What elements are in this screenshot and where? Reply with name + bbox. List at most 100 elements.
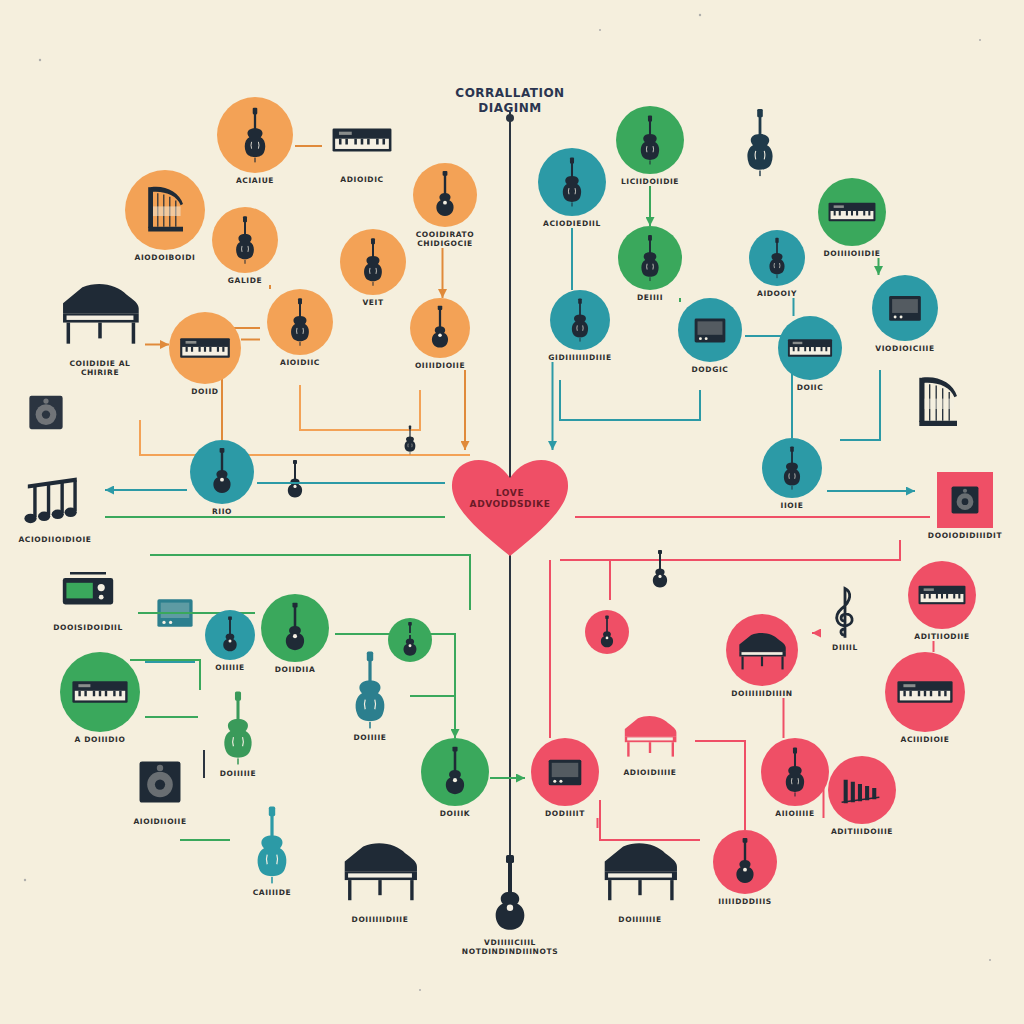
- node-square: [937, 472, 993, 528]
- node-shape: [757, 438, 827, 510]
- connector: [257, 482, 445, 484]
- violin-icon: [572, 298, 588, 341]
- guitar-illustration: [404, 622, 417, 656]
- speckle: [599, 29, 601, 31]
- instrument-label: IIOIE: [757, 501, 827, 510]
- speaker-icon: [952, 487, 979, 514]
- connector: [145, 344, 169, 346]
- instrument-node: DOIIIIOIIDIE: [807, 178, 897, 258]
- node-shape: [755, 738, 835, 818]
- node-circle: [340, 229, 406, 295]
- node-shape: [880, 652, 970, 744]
- node-shape: [915, 472, 1015, 540]
- connector: [783, 698, 785, 738]
- speckle: [979, 39, 981, 41]
- node-circle: [205, 610, 255, 660]
- instrument-label: DOIIIIE: [330, 733, 410, 742]
- wire: [300, 385, 420, 430]
- instrument-label: DOIIIIIIDIIIIN: [712, 689, 812, 698]
- instrument-label: DOOISIDOIDIIL: [38, 623, 138, 632]
- instrument-label: DODGIC: [675, 365, 745, 374]
- node-circle: [818, 178, 886, 246]
- instrument-label: DEIIII: [615, 293, 685, 302]
- grand-icon: [625, 716, 677, 757]
- speckle: [989, 959, 991, 961]
- instrument-label: AIOIDIIOIIE: [110, 817, 210, 826]
- heart-label: LOVE ADVODDSDIKE: [468, 488, 552, 510]
- connector: [649, 186, 651, 226]
- guitar-icon: [432, 306, 448, 348]
- grand-icon: [605, 843, 677, 900]
- instrument-node: ACIIIDIOIE: [880, 652, 970, 744]
- instrument-label: VEIT: [338, 298, 408, 307]
- connector: [597, 818, 599, 828]
- instrument-node: RIIO: [187, 440, 257, 516]
- guitar-illustration: [601, 616, 613, 648]
- instrument-node: DOIIIK: [420, 738, 490, 818]
- instrument-node: IIOIE: [757, 438, 827, 510]
- connector: [549, 560, 551, 738]
- node-circle: [616, 106, 684, 174]
- node-circle: [531, 738, 599, 806]
- instrument-node: OIIIIDIOIIE: [395, 298, 485, 370]
- violin-icon: [784, 446, 800, 489]
- instrument-node: CAIIIIDE: [232, 805, 312, 897]
- wire: [609, 560, 611, 600]
- connector: [105, 489, 187, 491]
- harp-icon: [148, 187, 183, 232]
- node-shape: [330, 828, 430, 924]
- instrument-node: OIIIIIE: [195, 610, 265, 672]
- instrument-label: GIDIIIIIIIDIIIE: [530, 353, 630, 362]
- instrument-label: DOIIDIIA: [255, 665, 335, 674]
- node-shape: [215, 97, 295, 185]
- speaker-illustration: [29, 396, 62, 429]
- wire-terminal: [506, 114, 514, 122]
- paper-speckles: [24, 14, 991, 991]
- violin-icon: [291, 298, 309, 346]
- wire: [180, 839, 230, 841]
- node-circle: [828, 756, 896, 824]
- instrument-node: A DOIIIDIO: [55, 652, 145, 744]
- connector: [552, 362, 554, 450]
- node-shape: [195, 610, 265, 672]
- connector: [933, 641, 935, 652]
- violin-icon: [641, 116, 659, 165]
- node-shape: [169, 312, 241, 396]
- node-circle: [169, 312, 241, 384]
- instrument-label: ADITIIODIIE: [897, 632, 987, 641]
- node-circle: [885, 652, 965, 732]
- instrument-node: ADIOIDIIIIE: [605, 705, 695, 777]
- node-shape: [525, 738, 605, 818]
- instrument-circle: [585, 610, 629, 654]
- keyboard-icon: [333, 128, 392, 151]
- guitar-illustration: [653, 550, 667, 587]
- node-circle: [421, 738, 489, 806]
- connector: [695, 741, 745, 830]
- connector: [295, 145, 322, 147]
- node-circle: [618, 226, 682, 290]
- node-shape: [775, 316, 845, 392]
- wire: [840, 370, 880, 440]
- node-shape: [807, 178, 897, 258]
- instrument-node: AIODOIBOIDI: [120, 170, 210, 262]
- node-circle: [762, 438, 822, 498]
- connector: [812, 632, 815, 634]
- instrument-node: GIDIIIIIIIDIIIE: [530, 290, 630, 362]
- node-shape: [198, 690, 278, 778]
- wire-network: [105, 112, 930, 880]
- connector: [145, 716, 198, 718]
- node-shape: [860, 275, 950, 353]
- clef-icon: [837, 588, 852, 637]
- instrument-label: DIIIIL: [815, 643, 875, 652]
- instrument-node: DOOISIDOIDIIL: [38, 560, 138, 632]
- guitar-icon: [496, 855, 525, 930]
- instrument-label: AIOIDIIC: [260, 358, 340, 367]
- node-shape: [605, 705, 695, 777]
- instrument-label: ACIIIDIOIE: [880, 735, 970, 744]
- node-circle: [713, 830, 777, 894]
- violin-icon: [356, 652, 385, 729]
- node-shape: [700, 830, 790, 906]
- node-circle: [761, 738, 829, 806]
- connector: [793, 298, 795, 316]
